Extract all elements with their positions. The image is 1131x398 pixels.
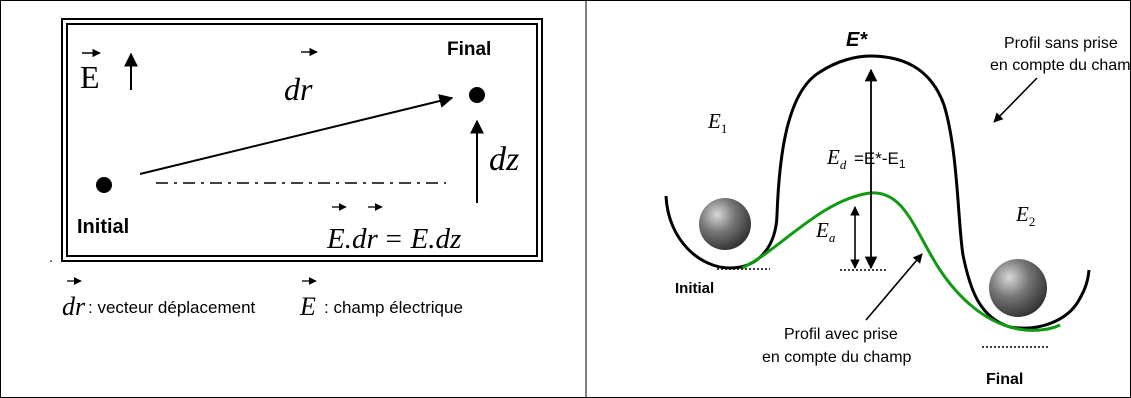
initial-label: Initial: [77, 216, 129, 238]
left-panel: E dr Final Initial dz E.dr= E.dz . dr : …: [49, 19, 542, 321]
final-ball: [989, 259, 1047, 317]
right-panel: E* Profil sans prise en compte du champ …: [666, 29, 1131, 388]
profile-with-line1: Profil avec prise: [784, 326, 898, 343]
e-vector-symbol: E: [80, 59, 100, 95]
legend-dr-symbol: dr: [62, 292, 86, 321]
profile-with-line2: en compte du champ: [762, 349, 912, 366]
displacement-arrow-icon: [140, 98, 452, 174]
e2-label: E2: [1015, 202, 1035, 229]
pointer-with-arrow-icon: [866, 254, 922, 320]
profile-without-line2: en compte du champ: [990, 57, 1131, 74]
legend-dr-text: : vecteur déplacement: [88, 298, 256, 317]
final-state-label: Final: [986, 371, 1023, 388]
final-label: Final: [447, 39, 491, 60]
work-equation: E.dr= E.dz: [326, 223, 461, 255]
profile-without-line1: Profil sans prise: [1004, 35, 1118, 52]
ed-formula: =E*-E1: [854, 149, 906, 171]
e-star-label: E*: [846, 29, 868, 51]
initial-ball: [699, 198, 751, 250]
ea-label: Ea: [815, 218, 836, 245]
dot-mark: .: [49, 249, 53, 265]
initial-point: [96, 177, 112, 193]
ed-label: Ed: [826, 145, 847, 172]
dz-label: dz: [489, 141, 519, 178]
dr-vector-symbol: dr: [284, 71, 313, 107]
legend-e-text: : champ électrique: [324, 298, 463, 317]
e1-label: E1: [707, 109, 727, 136]
final-point: [469, 87, 485, 103]
pointer-without-arrow-icon: [994, 78, 1037, 122]
initial-state-label: Initial: [675, 280, 714, 297]
legend-e-symbol: E: [299, 292, 316, 321]
